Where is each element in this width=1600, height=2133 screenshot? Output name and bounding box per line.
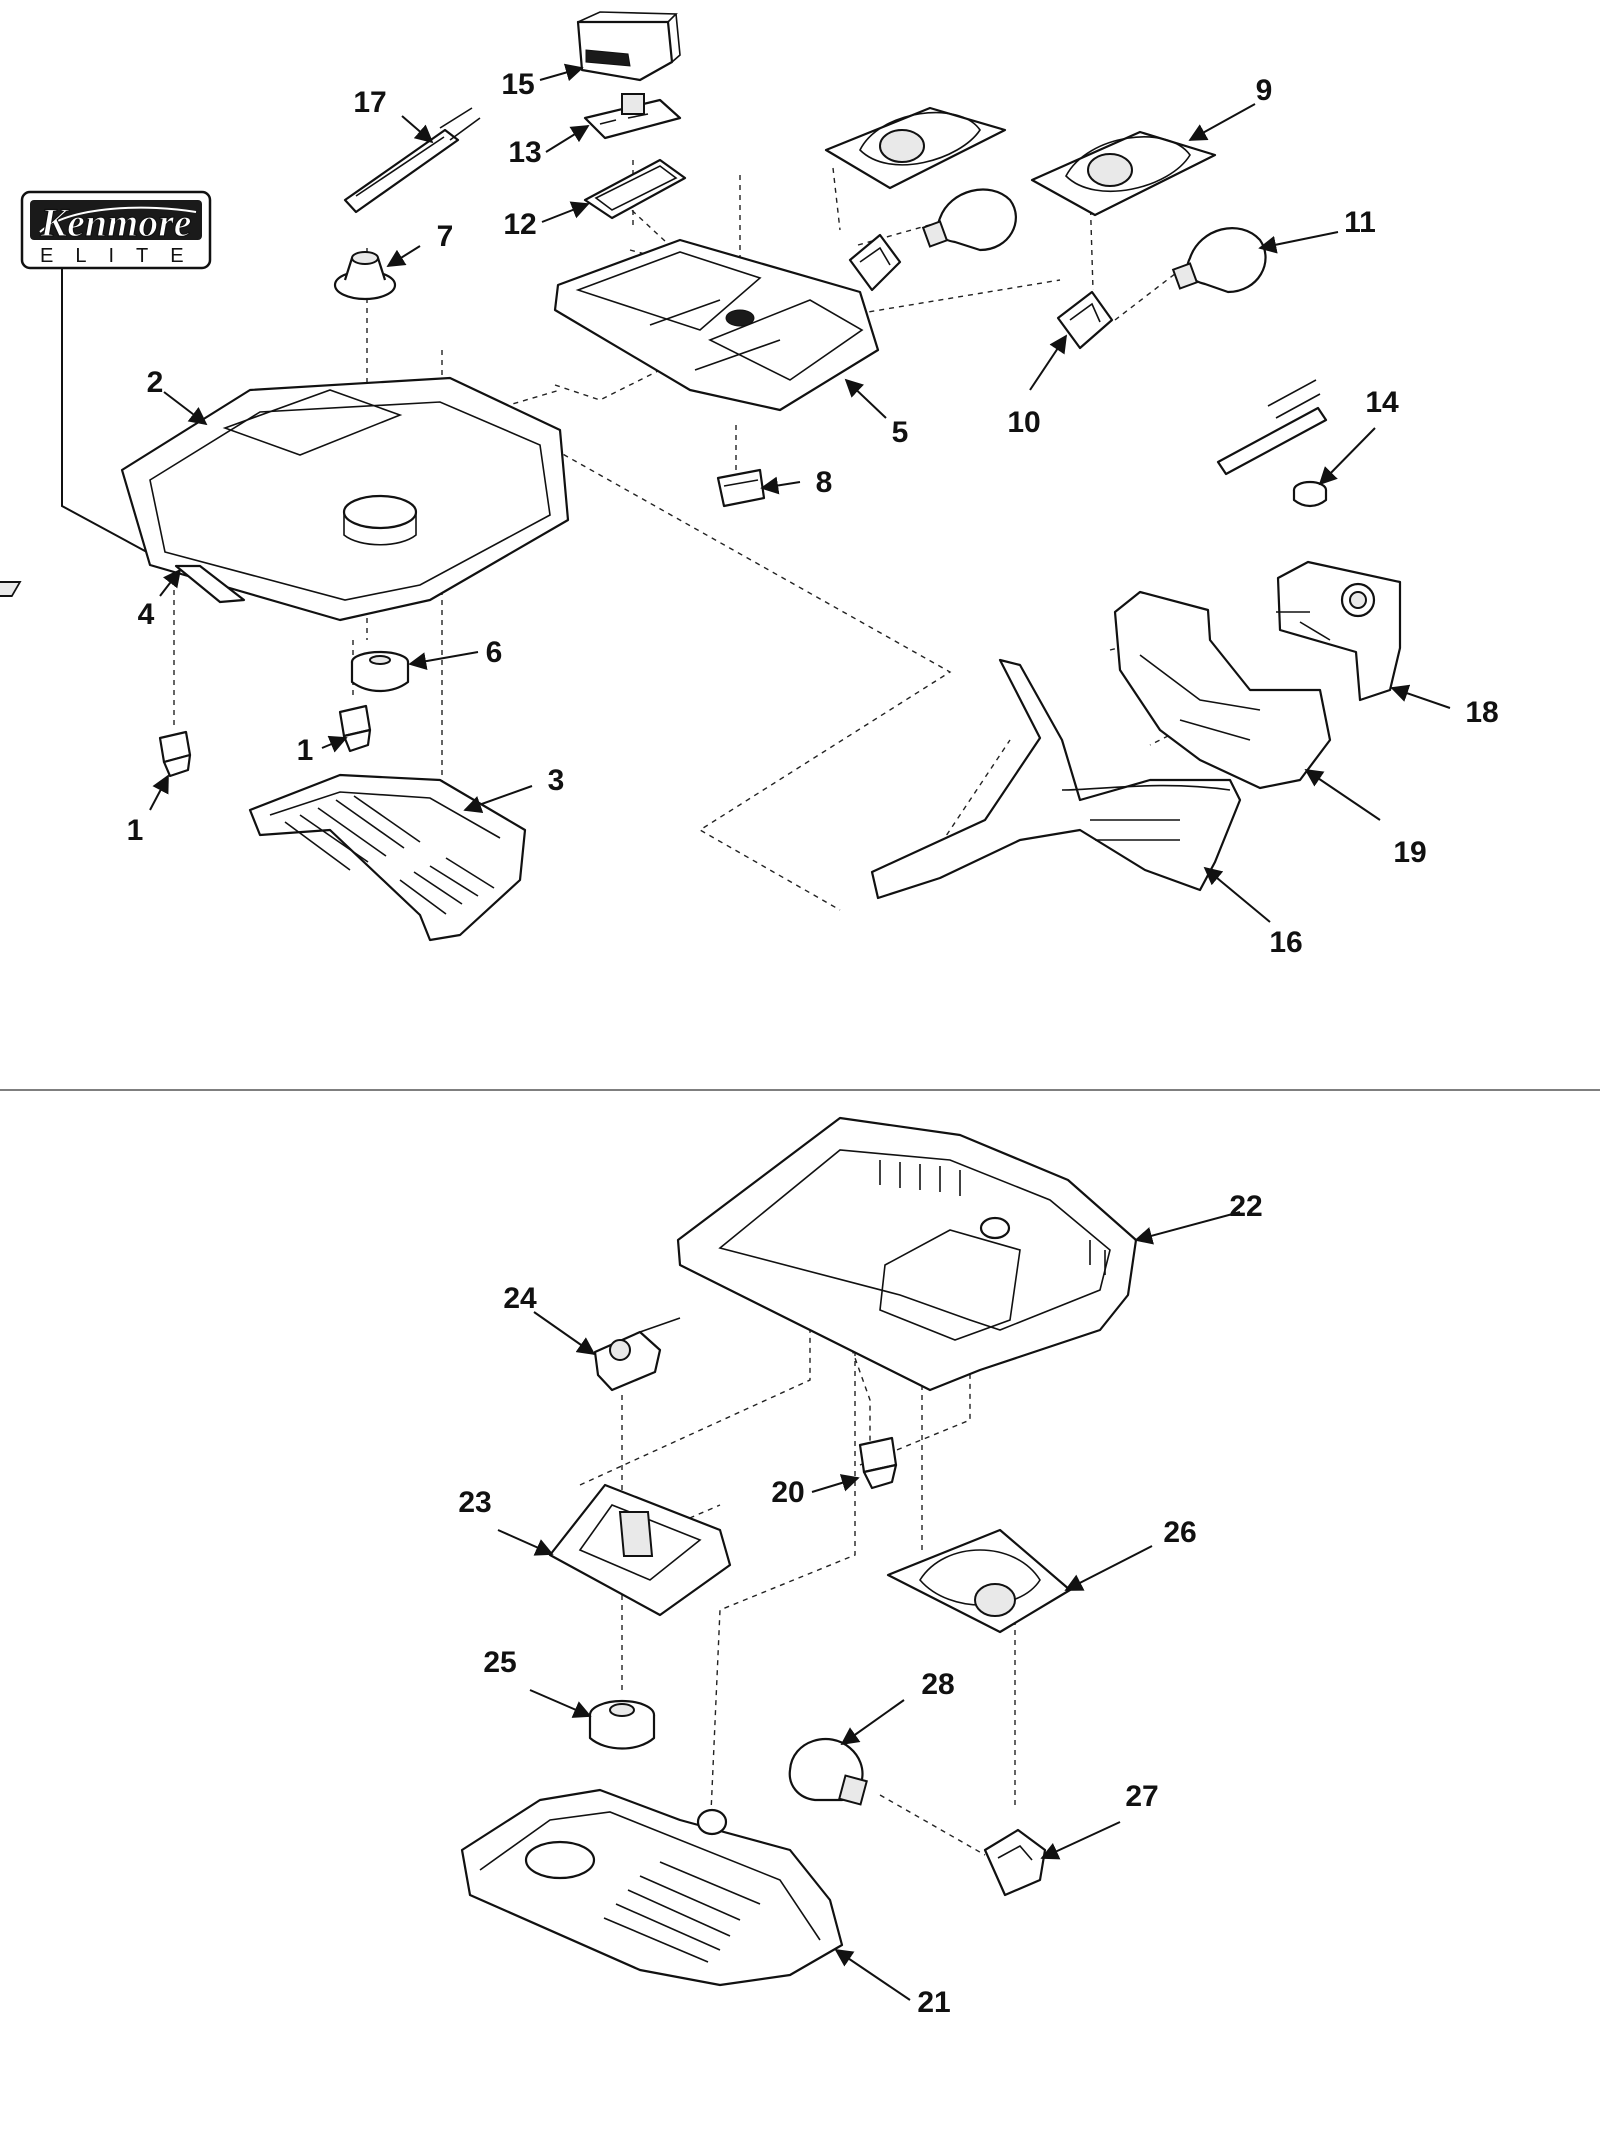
- callout-18: 18: [1465, 696, 1498, 729]
- part-3-vented-grille: [248, 773, 527, 942]
- assembly-guide-lines-bottom: [579, 1280, 1016, 1856]
- part-24-thermostat: [593, 1317, 681, 1392]
- callout-17: 17: [353, 86, 386, 119]
- callout-11: 11: [1344, 206, 1376, 239]
- part-23-mounting-bracket: [548, 1483, 732, 1617]
- part-1-switch-left: [158, 730, 192, 778]
- part-5-housing-plate: [553, 238, 880, 412]
- part-6-control-knob: [350, 650, 410, 693]
- callout-25: 25: [483, 1646, 516, 1679]
- callout-16: 16: [1269, 926, 1302, 959]
- callout-labels: 1 1 2 3 4 5 6 7 8 9 10 11 12 13 14 15 16…: [127, 68, 1499, 2019]
- lens-cover-left: [824, 106, 1007, 190]
- callout-24: 24: [503, 1282, 537, 1315]
- part-1-switch-right: [338, 704, 372, 753]
- callout-5: 5: [892, 416, 909, 449]
- callout-1b: 1: [297, 734, 314, 767]
- callout-8: 8: [816, 466, 833, 499]
- part-25-knob: [588, 1699, 656, 1750]
- led-strip-right: [1216, 379, 1328, 476]
- part-17-led-strip: [343, 107, 481, 214]
- part-27-lamp-socket: [983, 1828, 1047, 1897]
- callout-6: 6: [486, 636, 503, 669]
- callout-4: 4: [138, 598, 155, 631]
- lamp-socket-left: [848, 233, 902, 292]
- part-19-dispenser-housing: [1113, 590, 1332, 790]
- part-14-small-knob: [1292, 480, 1328, 508]
- part-11-light-bulb: [1171, 227, 1267, 294]
- part-10-lamp-socket: [1056, 290, 1114, 350]
- callout-13: 13: [508, 136, 541, 169]
- part-13-control-board: [583, 93, 682, 140]
- part-8-socket: [716, 468, 766, 508]
- callout-28: 28: [921, 1668, 954, 1701]
- bulb-left: [921, 188, 1017, 252]
- callout-7: 7: [437, 220, 454, 253]
- part-18-motor-assembly: [1276, 560, 1402, 702]
- logo-tagline-text: ELITE: [40, 245, 206, 267]
- part-4-clear-lens: [174, 564, 246, 604]
- callout-15: 15: [501, 68, 534, 101]
- part-15-board-cover: [576, 11, 681, 82]
- part-20-switch: [858, 1436, 898, 1490]
- callout-3: 3: [548, 764, 565, 797]
- part-21-bottom-cover: [460, 1788, 844, 1987]
- callout-14: 14: [1365, 386, 1399, 419]
- callout-20: 20: [771, 1476, 804, 1509]
- part-22-main-housing: [676, 1116, 1138, 1392]
- logo-brand-text: Kenmore: [39, 200, 191, 245]
- callout-23: 23: [458, 1486, 491, 1519]
- part-28-light-bulb: [788, 1738, 868, 1806]
- leader-lines: [149, 63, 1451, 2001]
- part-2-top-housing: [0, 376, 570, 622]
- part-26-lens-cover: [886, 1528, 1072, 1634]
- part-16-side-trim: [870, 658, 1242, 900]
- callout-19: 19: [1393, 836, 1426, 869]
- callout-1a: 1: [127, 814, 144, 847]
- callout-10: 10: [1007, 406, 1040, 439]
- part-12-board-frame: [583, 158, 687, 220]
- callout-2: 2: [147, 366, 164, 399]
- callout-26: 26: [1163, 1516, 1196, 1549]
- callout-9: 9: [1256, 74, 1273, 107]
- part-9-lens-cover: [1030, 130, 1217, 217]
- callout-27: 27: [1125, 1780, 1158, 1813]
- kenmore-elite-logo: Kenmore ELITE: [20, 190, 212, 571]
- callout-22: 22: [1229, 1190, 1262, 1223]
- callout-21: 21: [917, 1986, 950, 2019]
- callout-12: 12: [503, 208, 536, 241]
- part-7-lamp-socket: [333, 251, 397, 301]
